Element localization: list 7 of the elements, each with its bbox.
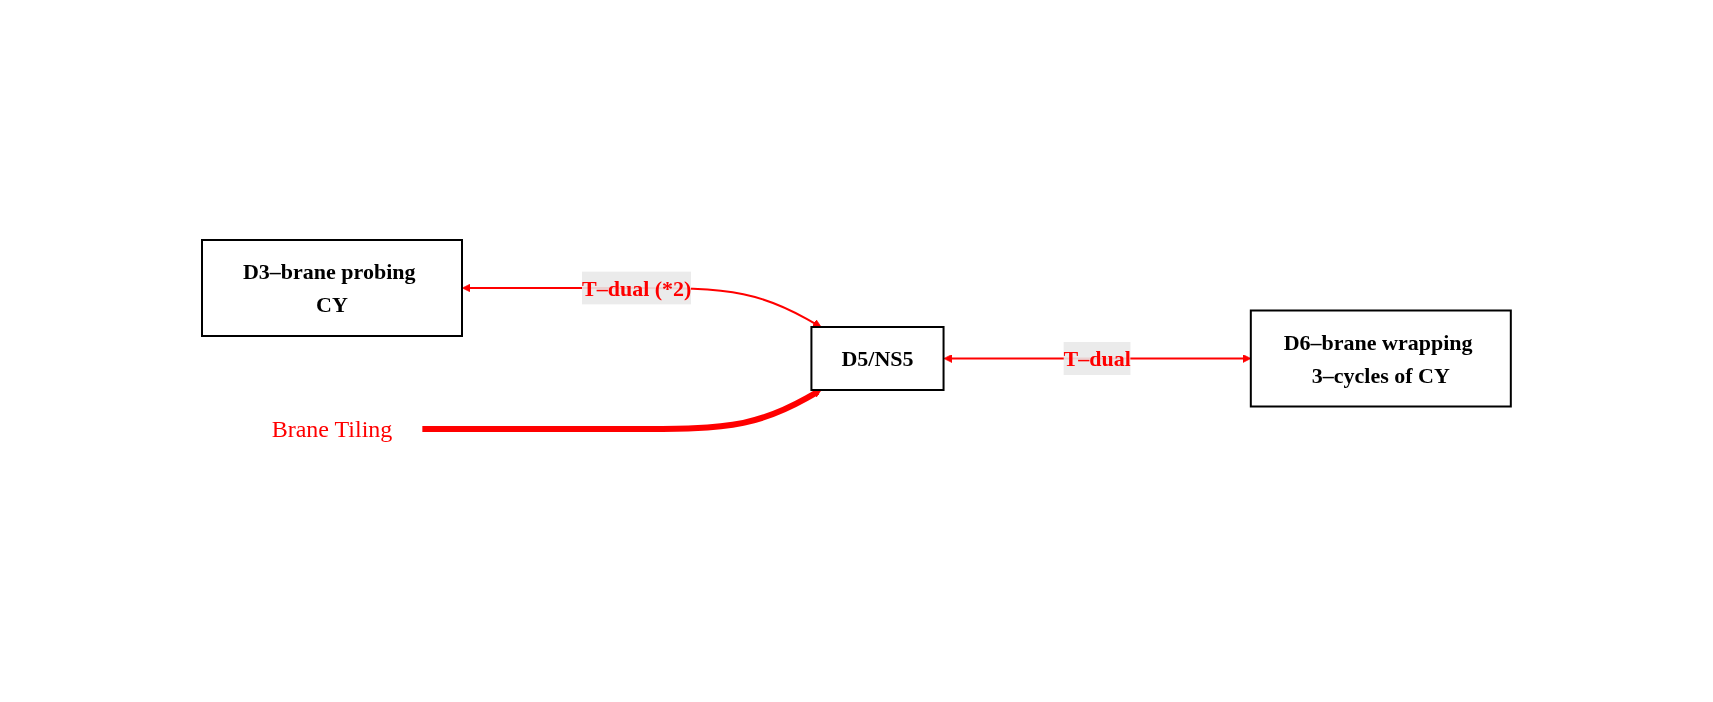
node-box: D3–brane probing CY — [201, 239, 464, 337]
edge-label: T–dual — [1063, 346, 1131, 371]
arrow — [422, 389, 822, 432]
node-text: Brane Tiling — [271, 416, 393, 442]
node-box: D5/NS5 — [810, 326, 945, 391]
node-box: D6–brane wrapping 3–cycles of CY — [1249, 309, 1512, 408]
edge-label: T–dual (*2) — [582, 275, 692, 301]
